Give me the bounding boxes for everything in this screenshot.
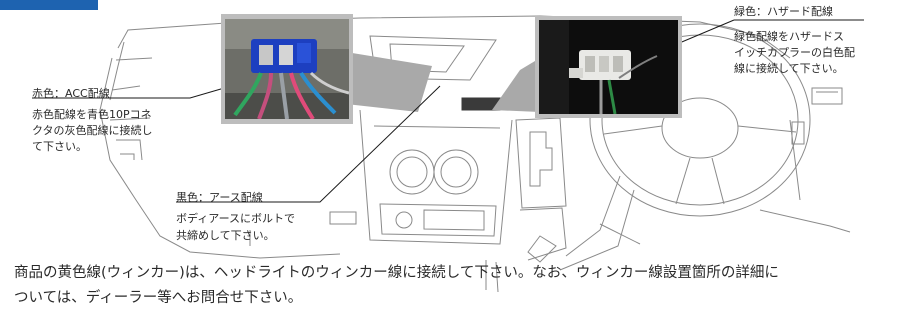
note-line-2: ついては、ディーラー等へお問合せ下さい。 bbox=[14, 290, 303, 306]
corner-tab bbox=[0, 0, 98, 10]
label-black-earth-title: 黒色：アース配線 bbox=[176, 191, 263, 204]
note-line-1: 商品の黄色線(ウィンカー)は、ヘッドライトのウィンカー線に接続して下さい。なお、… bbox=[14, 265, 779, 281]
callout-wedge-right bbox=[492, 58, 540, 112]
label-red-acc-desc-1: 赤色配線を青色10Pコネ bbox=[32, 108, 152, 121]
label-red-acc-desc-2: クタの灰色配線に接続し bbox=[32, 124, 153, 137]
connector-photo-right bbox=[535, 16, 682, 118]
label-black-earth-desc-2: 共締めして下さい。 bbox=[176, 229, 275, 242]
label-green-hazard-desc-2: イッチカプラーの白色配 bbox=[734, 46, 855, 59]
leader-black bbox=[176, 85, 441, 203]
label-black-earth-desc-1: ボディアースにボルトで bbox=[176, 212, 296, 225]
callout-wedge-left bbox=[346, 52, 432, 112]
connector-photo-left bbox=[221, 14, 353, 124]
label-green-hazard-desc-1: 緑色配線をハザードス bbox=[734, 30, 844, 43]
label-red-acc-title: 赤色：ACC配線 bbox=[32, 87, 110, 100]
label-green-hazard-title: 緑色：ハザード配線 bbox=[734, 5, 833, 18]
label-green-hazard-desc-3: 線に接続して下さい。 bbox=[734, 62, 844, 75]
label-red-acc-desc-3: て下さい。 bbox=[32, 140, 87, 153]
